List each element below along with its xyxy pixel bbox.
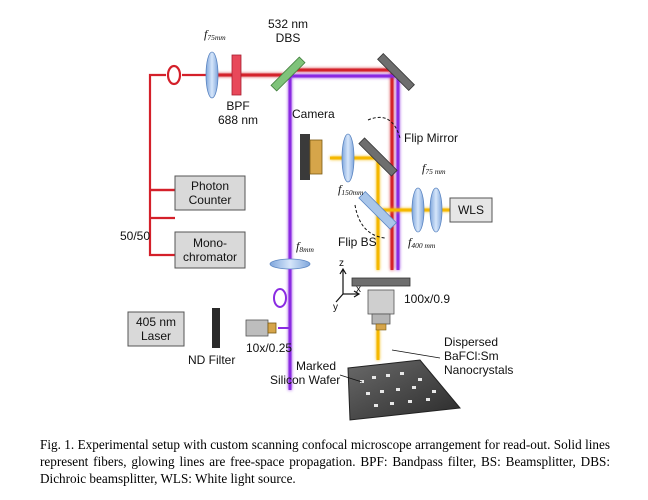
red-fiber (148, 64, 210, 257)
label-coupler: 10x/0.25 (246, 341, 292, 355)
label-dispersed-1: Dispersed (444, 335, 498, 349)
label-dispersed-3: Nanocrystals (444, 363, 513, 377)
label-dbs-2: DBS (276, 31, 301, 45)
setup-diagram: WLS Photon Counter Mono- chromator 405 n… (120, 17, 513, 421)
flip-beamsplitter (358, 191, 397, 230)
silicon-wafer (347, 359, 461, 421)
label-dispersed-2: BaFCl:Sm (444, 349, 499, 363)
violet-beam (288, 74, 400, 390)
monochromator-box (174, 231, 246, 269)
label-flip-bs: Flip BS (338, 235, 377, 249)
wls-label: WLS (458, 203, 484, 217)
axes-indicator (335, 267, 361, 303)
label-axis-y: y (333, 302, 338, 313)
laser-box (127, 311, 185, 347)
nd-filter (212, 308, 220, 348)
label-wafer-2: Silicon Wafer (270, 373, 340, 387)
photon-counter-box (174, 175, 246, 211)
wafer-pointer (339, 374, 363, 383)
label-dbs-1: 532 nm (268, 17, 308, 31)
figure-caption: Fig. 1. Experimental setup with custom s… (40, 437, 610, 486)
flip-mirror-arrow (367, 116, 401, 139)
coupler-objective (245, 319, 277, 337)
violet-fiber (273, 270, 291, 329)
lens-f400 (429, 187, 443, 233)
lens-f150 (341, 133, 355, 183)
label-f150: f150mm (338, 182, 364, 197)
laser-label-1: 405 nm (136, 315, 176, 329)
lens-f75-top (205, 51, 219, 99)
label-bpf-2: 688 nm (218, 113, 258, 127)
label-f400: f400 mm (408, 235, 436, 250)
monochromator-label-2: chromator (183, 250, 237, 264)
label-split: 50/50 (120, 229, 150, 243)
label-objective: 100x/0.9 (404, 292, 450, 306)
photon-counter-label-1: Photon (191, 179, 229, 193)
label-axis-x: x (356, 284, 361, 295)
objective-100x (351, 277, 411, 331)
label-flip-mirror: Flip Mirror (404, 131, 458, 145)
monochromator-label-1: Mono- (193, 236, 227, 250)
label-axis-z: z (339, 258, 344, 269)
mirror-top-right (377, 53, 415, 91)
label-bpf-1: BPF (226, 99, 249, 113)
camera (300, 134, 323, 180)
dichroic-beamsplitter (270, 56, 306, 92)
label-f75-top: f75mm (204, 27, 226, 42)
bandpass-filter (231, 54, 242, 96)
lens-f75-right (411, 187, 425, 233)
photon-counter-label-2: Counter (189, 193, 232, 207)
label-camera: Camera (292, 107, 335, 121)
flip-mirror (358, 137, 398, 177)
nanocrystal-pointer (391, 349, 441, 359)
flip-bs-arrow (354, 204, 386, 239)
label-f75-right: f75 mm (422, 161, 446, 176)
laser-label-2: Laser (141, 329, 171, 343)
label-f8: f8mm (296, 239, 315, 254)
lens-f8 (269, 258, 311, 270)
label-nd-filter: ND Filter (188, 353, 235, 367)
label-wafer-1: Marked (296, 359, 336, 373)
wls-box (449, 197, 493, 223)
